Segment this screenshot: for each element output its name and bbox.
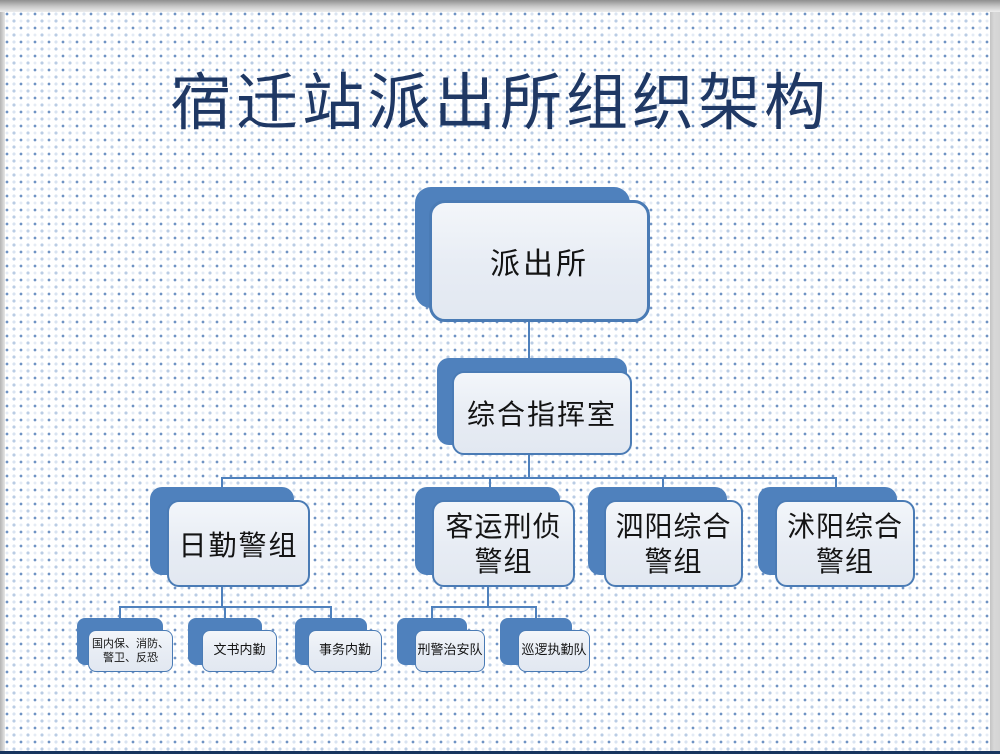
org-node-zonghezhihuishi: 综合指挥室 (437, 358, 632, 455)
canvas-left-edge (0, 12, 5, 754)
node-label-line1: 沭阳综合 (786, 509, 903, 543)
org-node-xingjingzhianDui: 刑警治安队 (397, 618, 485, 672)
connector-drop-riqin (221, 477, 223, 489)
connector-drop-xunluo (535, 606, 537, 619)
node-label-line1: 泗阳综合 (615, 509, 732, 543)
canvas-top-edge (0, 0, 1000, 12)
node-front-shape: 客运刑侦 警组 (432, 500, 575, 587)
connector-level3-rail (221, 477, 837, 479)
org-node-xunluozhiqindui: 巡逻执勤队 (500, 618, 590, 672)
node-label-line2: 警组 (474, 544, 533, 578)
org-node-paichusuo: 派出所 (415, 187, 650, 322)
connector-drop-guonei (119, 606, 121, 619)
node-label: 派出所 (490, 247, 589, 282)
node-front-shape: 事务内勤 (308, 630, 382, 672)
node-label: 综合指挥室 (466, 398, 617, 431)
org-node-keyunxingzhen: 客运刑侦 警组 (415, 487, 575, 587)
connector-drop-shiwu (330, 606, 332, 619)
node-front-shape: 刑警治安队 (415, 630, 485, 672)
org-node-siyangzonghe: 泗阳综合 警组 (588, 487, 743, 587)
node-front-shape: 文书内勤 (202, 630, 277, 672)
node-label-line2: 警组 (815, 544, 874, 578)
node-front-shape: 综合指挥室 (452, 371, 632, 455)
node-front-shape: 国内保、消防、 警卫、反恐 (88, 630, 173, 672)
connector-drop-wenshu (224, 606, 226, 619)
canvas-right-gutter (990, 12, 1000, 754)
connector-keyun-rail (431, 606, 537, 608)
connector-riqin-stem (221, 586, 223, 607)
slide-title: 宿迁站派出所组织架构 (169, 66, 830, 139)
connector-drop-xingjing (431, 606, 433, 619)
node-label-line1: 国内保、消防、 (92, 636, 169, 650)
node-front-shape: 日勤警组 (167, 500, 310, 587)
org-node-shiwuneiqin: 事务内勤 (295, 618, 382, 672)
node-label: 刑警治安队 (417, 642, 483, 658)
node-front-shape: 派出所 (429, 200, 650, 322)
canvas-bottom-edge (0, 751, 1000, 754)
node-front-shape: 沭阳综合 警组 (775, 500, 915, 587)
connector-drop-keyun (489, 477, 491, 489)
org-node-wenshuneiqin: 文书内勤 (188, 618, 277, 672)
node-front-shape: 巡逻执勤队 (518, 630, 590, 672)
node-label-line2: 警组 (644, 544, 703, 578)
node-label-line2: 警卫、反恐 (103, 651, 158, 664)
connector-command-stem (528, 454, 530, 479)
connector-drop-shuyang (835, 477, 837, 489)
org-node-shuyangzonghe: 沭阳综合 警组 (758, 487, 915, 587)
connector-drop-siyang (662, 477, 664, 489)
node-label: 日勤警组 (178, 528, 299, 562)
node-label-line1: 客运刑侦 (445, 509, 562, 543)
node-label: 巡逻执勤队 (521, 642, 587, 658)
org-node-riqinjingzu: 日勤警组 (150, 487, 310, 587)
connector-keyun-stem (487, 586, 489, 607)
node-label: 文书内勤 (213, 642, 266, 658)
node-front-shape: 泗阳综合 警组 (604, 500, 743, 587)
node-label: 事务内勤 (318, 642, 371, 658)
org-node-guoneibao: 国内保、消防、 警卫、反恐 (77, 618, 173, 672)
connector-root-to-command (528, 322, 530, 372)
